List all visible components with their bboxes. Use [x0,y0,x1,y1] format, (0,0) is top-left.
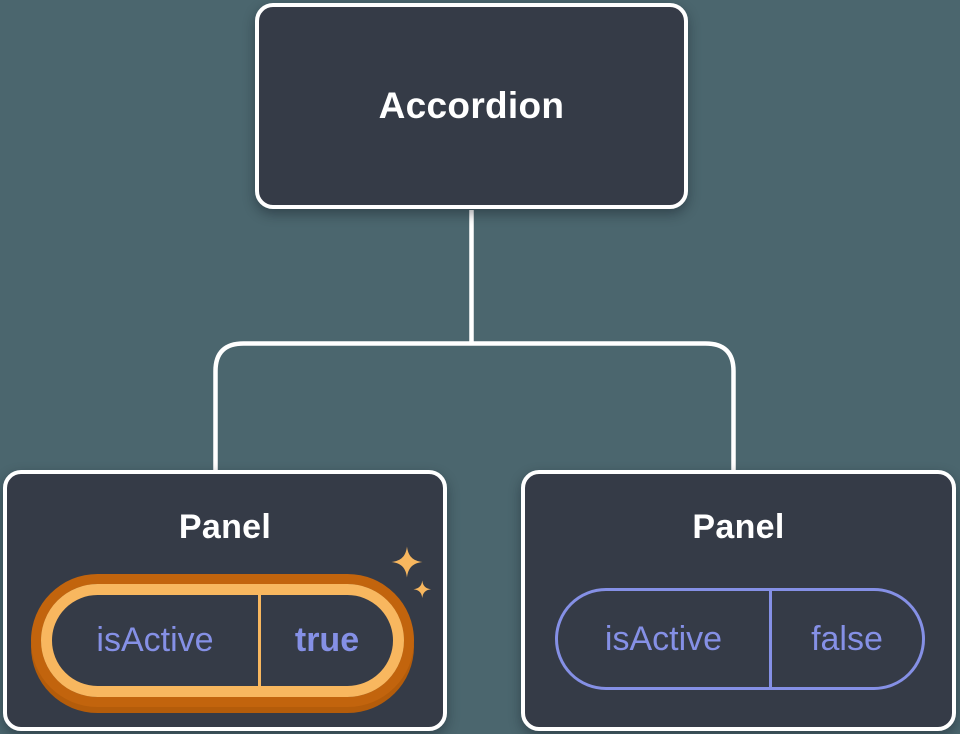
connector-branch [213,341,736,470]
node-accordion: Accordion [255,3,688,209]
pill-divider [769,591,772,687]
pill-divider [258,595,261,686]
node-panel-active: Panel isActive true [3,470,447,731]
node-panel-label: Panel [178,508,272,546]
state-pill-active: isActive true [41,584,404,697]
node-panel-label: Panel [692,508,785,546]
state-name: isActive [604,619,723,658]
node-panel-inactive: Panel isActive false [521,470,956,731]
state-value: false [811,619,883,658]
state-pill-inactive: isActive false [555,588,925,690]
node-accordion-label: Accordion [378,85,565,126]
state-value: true [294,621,360,659]
state-name: isActive [96,621,214,659]
